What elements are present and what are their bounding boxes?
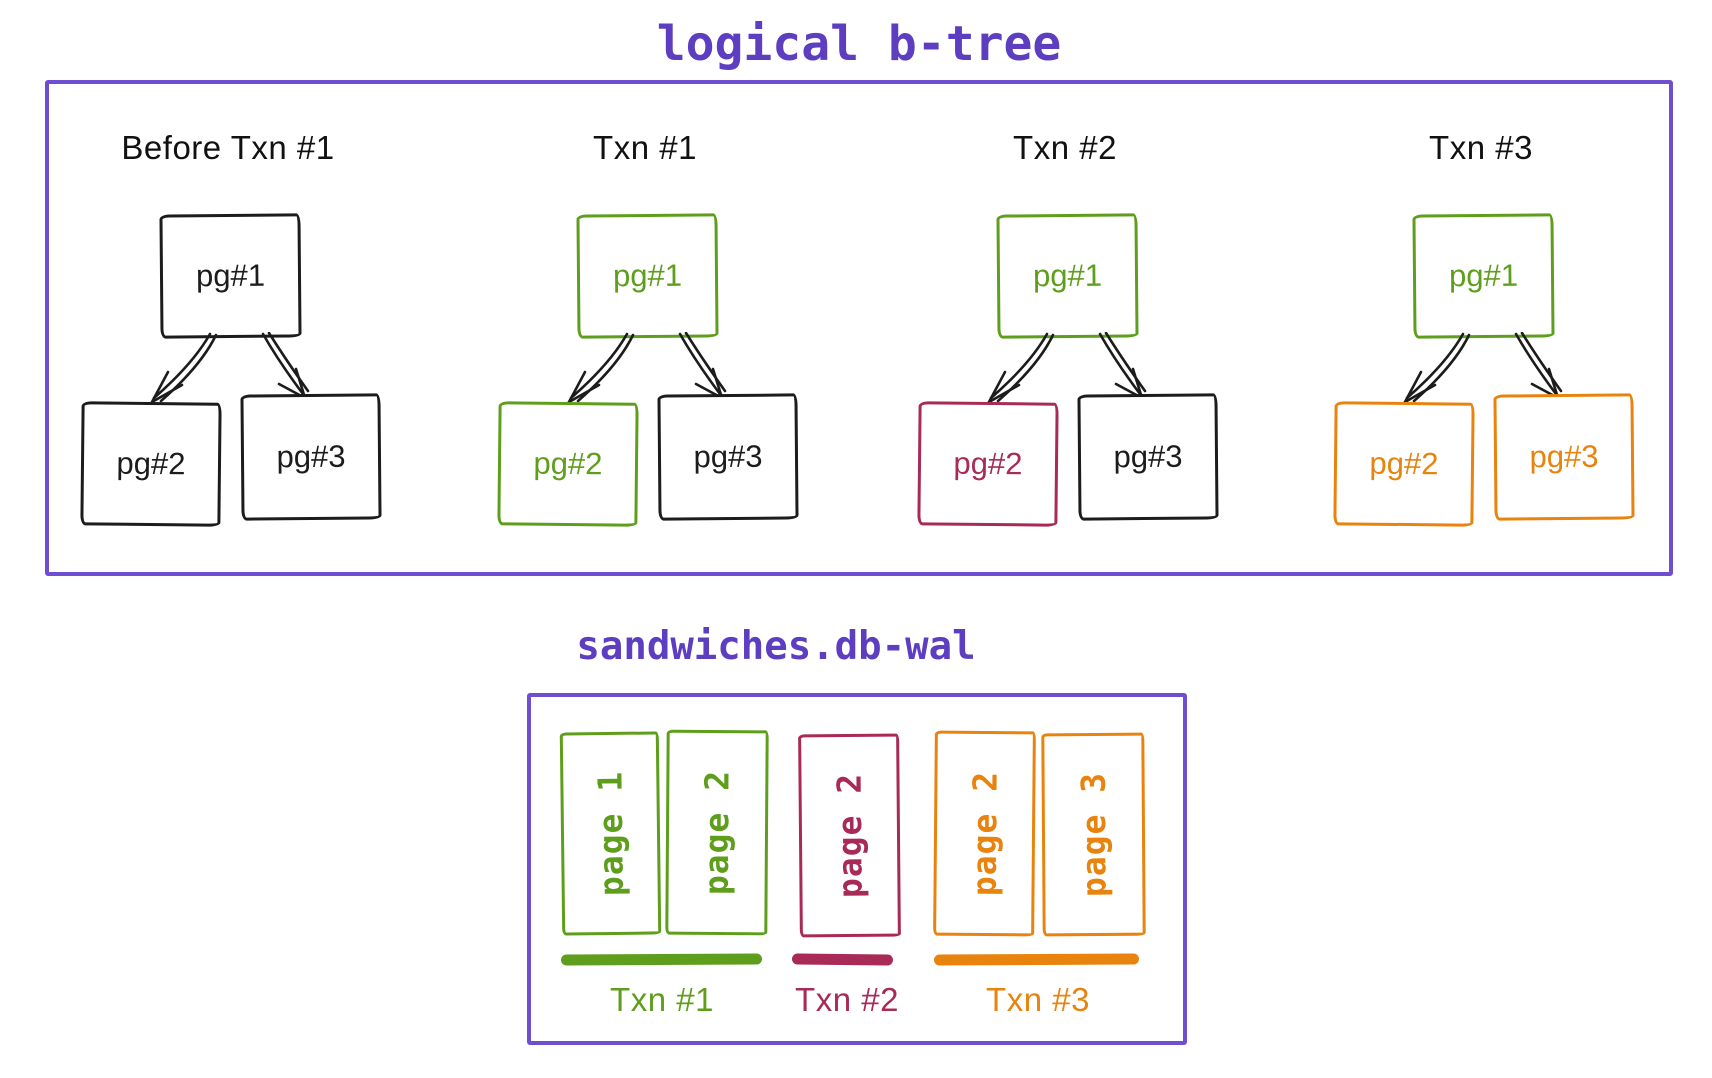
- btree-frame: Before Txn #1 pg#1 pg#2 pg#3: [45, 80, 1673, 576]
- tree-txn1: Txn #1 pg#1 pg#2 pg#3: [475, 114, 815, 554]
- parent-child-arrows: [987, 332, 1147, 404]
- wal-page-label: page 2: [697, 769, 737, 896]
- wal-page-entry: page 2: [665, 729, 769, 936]
- node-label: pg#2: [1369, 445, 1439, 482]
- node-label: pg#2: [533, 445, 603, 482]
- txn3-group-label: Txn #3: [986, 981, 1090, 1018]
- wal-page-entry: page 2: [933, 730, 1036, 937]
- btree-node-pg1: pg#1: [996, 213, 1139, 339]
- parent-child-arrows: [567, 332, 727, 404]
- node-label: pg#1: [195, 257, 266, 294]
- btree-node-pg1: pg#1: [1412, 213, 1555, 339]
- txn2-span-bar: [791, 953, 894, 966]
- tree-label: Before Txn #1: [121, 129, 335, 166]
- wal-section-title: sandwiches.db-wal: [576, 624, 976, 669]
- btree-node-pg1: pg#1: [576, 213, 719, 339]
- btree-node-pg1: pg#1: [159, 213, 302, 339]
- btree-node-pg2: pg#2: [80, 401, 222, 527]
- tree-txn3: Txn #3 pg#1 pg#2 pg#3: [1311, 114, 1651, 554]
- btree-node-pg3: pg#3: [1077, 393, 1219, 521]
- txn3-span-bar: [933, 953, 1140, 966]
- node-label: pg#3: [1529, 438, 1599, 475]
- btree-node-pg3: pg#3: [1493, 393, 1635, 521]
- tree-label: Txn #1: [593, 129, 697, 166]
- node-label: pg#3: [693, 438, 763, 475]
- tree-label: Txn #2: [1013, 129, 1117, 166]
- node-label: pg#3: [276, 438, 346, 475]
- node-label: pg#3: [1113, 438, 1183, 475]
- btree-node-pg3: pg#3: [240, 393, 382, 521]
- wal-page-label: page 3: [1073, 771, 1114, 898]
- tree-label: Txn #3: [1429, 129, 1533, 166]
- wal-page-entry: page 1: [559, 731, 662, 936]
- txn2-group-label: Txn #2: [795, 981, 899, 1018]
- btree-section-title: logical b-tree: [656, 16, 1062, 72]
- node-label: pg#1: [1448, 257, 1519, 294]
- wal-frame: page 1 page 2 page 2 page 2 page 3 Txn #…: [527, 693, 1187, 1045]
- wal-page-label: page 2: [829, 772, 870, 899]
- txn1-group-label: Txn #1: [610, 981, 714, 1018]
- btree-node-pg2: pg#2: [1333, 401, 1475, 527]
- txn1-span-bar: [560, 953, 763, 966]
- wal-page-label: page 2: [964, 770, 1005, 897]
- wal-page-entry: page 2: [798, 733, 901, 938]
- parent-child-arrows: [150, 332, 310, 404]
- node-label: pg#1: [1032, 257, 1103, 294]
- node-label: pg#2: [116, 445, 186, 482]
- btree-node-pg2: pg#2: [917, 401, 1059, 527]
- wal-page-label: page 1: [590, 770, 631, 897]
- node-label: pg#2: [953, 445, 1023, 482]
- btree-node-pg3: pg#3: [657, 393, 799, 521]
- tree-txn2: Txn #2 pg#1 pg#2 pg#3: [895, 114, 1235, 554]
- node-label: pg#1: [612, 257, 683, 294]
- btree-node-pg2: pg#2: [497, 401, 639, 527]
- wal-page-entry: page 3: [1041, 732, 1146, 937]
- tree-before-txn1: Before Txn #1 pg#1 pg#2 pg#3: [58, 114, 398, 554]
